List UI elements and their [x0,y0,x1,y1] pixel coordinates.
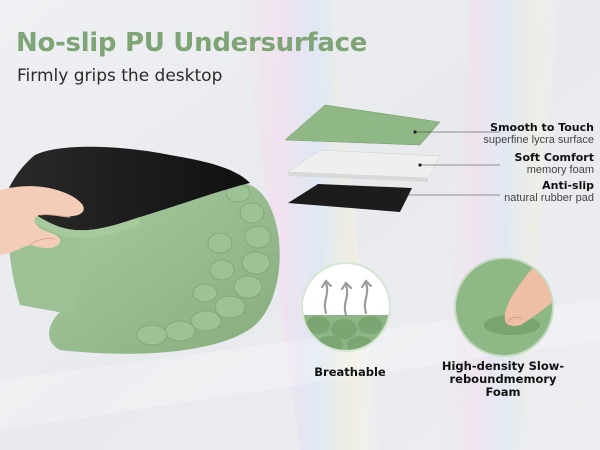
wrist-pad-illustration [0,146,280,354]
layer-name: Soft Comfort [514,151,594,164]
memory-foam-layer [287,149,441,179]
layer-diagram [284,104,441,212]
layer-name: Smooth to Touch [490,121,594,134]
layer-label-foam: Soft Comfort memory foam [515,151,594,177]
headline-subtitle: Firmly grips the desktop [17,66,223,86]
layer-label-lycra: Smooth to Touch superfine lycra surface [483,121,594,147]
airflow-arrow-icon [320,279,373,317]
layer-description: natural rubber pad [504,192,594,204]
memory-foam-caption: High-density Slow- reboundmemory Foam [432,360,574,399]
memory-foam-caption-line1: High-density Slow- [441,359,565,373]
memory-foam-caption-line2: reboundmemory Foam [449,372,557,399]
memory-foam-illustration [454,257,554,357]
lycra-layer [284,104,441,146]
layer-description: memory foam [526,164,594,176]
layer-description: superfine lycra surface [483,134,594,146]
hand-graphic [0,186,84,255]
breathable-caption: Breathable [314,365,386,379]
breathable-illustration [301,262,391,352]
rubber-layer [288,184,412,212]
layer-label-rubber: Anti-slip natural rubber pad [504,179,594,205]
layer-name: Anti-slip [542,179,594,192]
headline-title: No-slip PU Undersurface [16,28,368,58]
